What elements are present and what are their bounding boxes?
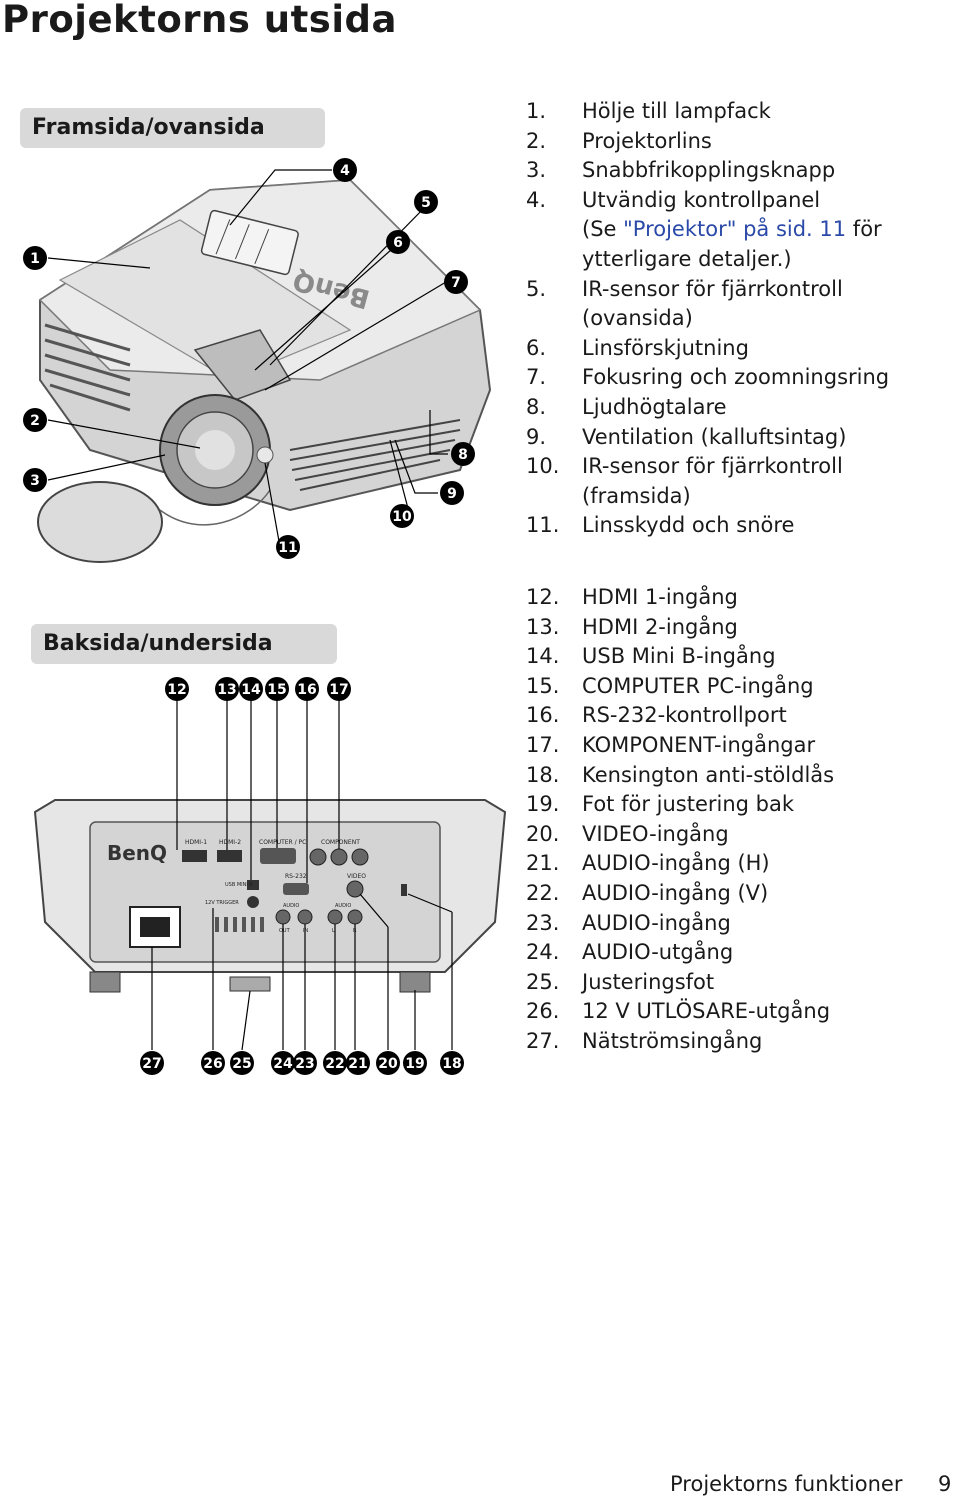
port-label-component: COMPONENT <box>321 839 360 846</box>
badge-21: 21 <box>348 1056 367 1072</box>
badge-13: 13 <box>217 682 236 698</box>
list-item: 7.Fokusring och zoomningsring <box>526 365 890 390</box>
list-item: 15.COMPUTER PC-ingång <box>526 673 814 698</box>
badge-10: 10 <box>392 509 412 525</box>
badge-18: 18 <box>442 1056 461 1072</box>
list-item: 5. IR-sensor för fjärrkontroll(ovansida) <box>526 276 843 331</box>
list-item: 12.HDMI 1-ingång <box>526 585 738 609</box>
badge-24: 24 <box>273 1056 293 1072</box>
rear-brand-logo: BenQ <box>107 841 167 865</box>
port-label-l: L <box>332 928 335 934</box>
port-label-hdmi2: HDMI-2 <box>219 839 241 846</box>
badge-17: 17 <box>329 682 348 698</box>
list-item: 14.USB Mini B-ingång <box>526 644 776 669</box>
front-projector-illustration: BenQ 1 2 3 4 5 6 7 8 <box>23 158 492 563</box>
list-item: 25.Justeringsfot <box>526 969 715 994</box>
list-item: 18.Kensington anti-stöldlås <box>526 762 835 787</box>
page-link-projektor[interactable]: "Projektor" på sid. 11 <box>623 217 847 242</box>
badge-16: 16 <box>297 682 316 698</box>
list-item: 27.Nätströmsingång <box>526 1028 763 1053</box>
list-item: 23.AUDIO-ingång <box>526 910 731 935</box>
list-item: 21.AUDIO-ingång (H) <box>526 851 770 876</box>
badge-11: 11 <box>278 540 297 556</box>
rear-parts-list: 12.HDMI 1-ingång 13.HDMI 2-ingång 14.USB… <box>526 583 834 1057</box>
rear-section-label: Baksida/undersida <box>31 624 337 664</box>
list-item: 11.Linsskydd och snöre <box>526 513 795 538</box>
port-label-in: IN <box>303 928 308 934</box>
badge-4: 4 <box>340 163 350 179</box>
badge-27: 27 <box>142 1056 161 1072</box>
badge-22: 22 <box>325 1056 344 1072</box>
badge-25: 25 <box>232 1056 251 1072</box>
badge-7: 7 <box>451 275 461 291</box>
list-item: 1.Hölje till lampfack <box>526 99 771 123</box>
port-label-audio-a: AUDIO <box>283 903 299 909</box>
footer-section-title: Projektorns funktioner <box>670 1472 903 1496</box>
badge-20: 20 <box>378 1056 398 1072</box>
port-label-usb: USB MINI-B <box>225 882 253 888</box>
port-label-video: VIDEO <box>347 873 366 880</box>
port-label-out: OUT <box>279 928 291 934</box>
badge-9: 9 <box>447 486 457 502</box>
list-item: 9.Ventilation (kalluftsintag) <box>526 424 847 449</box>
badge-14: 14 <box>241 682 261 698</box>
page-title: Projektorns utsida <box>2 0 397 41</box>
list-item: 8.Ljudhögtalare <box>526 394 727 419</box>
badge-5: 5 <box>421 195 431 211</box>
badge-3: 3 <box>30 473 40 489</box>
port-label-trigger: 12V TRIGGER <box>205 900 239 906</box>
badge-6: 6 <box>393 235 403 251</box>
list-item: 10. IR-sensor för fjärrkontroll(framsida… <box>526 454 843 508</box>
list-item: 19.Fot för justering bak <box>526 792 795 817</box>
list-item: 3.Snabbfrikopplingsknapp <box>526 158 836 183</box>
list-item: 2.Projektorlins <box>526 128 712 153</box>
page-number: 9 <box>938 1472 952 1496</box>
list-item: 22.AUDIO-ingång (V) <box>526 880 769 905</box>
list-item: 17.KOMPONENT-ingångar <box>526 732 816 757</box>
badge-23: 23 <box>295 1056 314 1072</box>
list-item: 4. Utvändig kontrollpanel (Se "Projektor… <box>526 187 882 271</box>
badge-15: 15 <box>267 682 286 698</box>
list-item: 13.HDMI 2-ingång <box>526 614 738 639</box>
badge-19: 19 <box>405 1056 424 1072</box>
badge-12: 12 <box>167 682 186 698</box>
port-label-rs232: RS-232 <box>285 873 307 880</box>
badge-8: 8 <box>458 447 468 463</box>
front-section-label: Framsida/ovansida <box>20 108 325 148</box>
rear-projector-illustration: BenQ HDMI-1 HDMI-2 COMPUTER / PC COMPONE… <box>33 677 507 1075</box>
port-label-audio-b: AUDIO <box>335 903 351 909</box>
port-label-hdmi1: HDMI-1 <box>185 839 207 846</box>
badge-1: 1 <box>30 251 40 267</box>
list-item: 6.Linsförskjutning <box>526 335 749 360</box>
badge-26: 26 <box>203 1056 222 1072</box>
list-item: 20.VIDEO-ingång <box>526 821 729 846</box>
port-label-computer: COMPUTER / PC <box>259 839 306 846</box>
list-item: 16.RS-232-kontrollport <box>526 703 787 728</box>
badge-2: 2 <box>30 413 40 429</box>
front-parts-list: 1.Hölje till lampfack 2.Projektorlins 3.… <box>526 97 889 541</box>
list-item: 26.12 V UTLÖSARE-utgång <box>526 999 831 1024</box>
list-item: 24.AUDIO-utgång <box>526 940 734 965</box>
